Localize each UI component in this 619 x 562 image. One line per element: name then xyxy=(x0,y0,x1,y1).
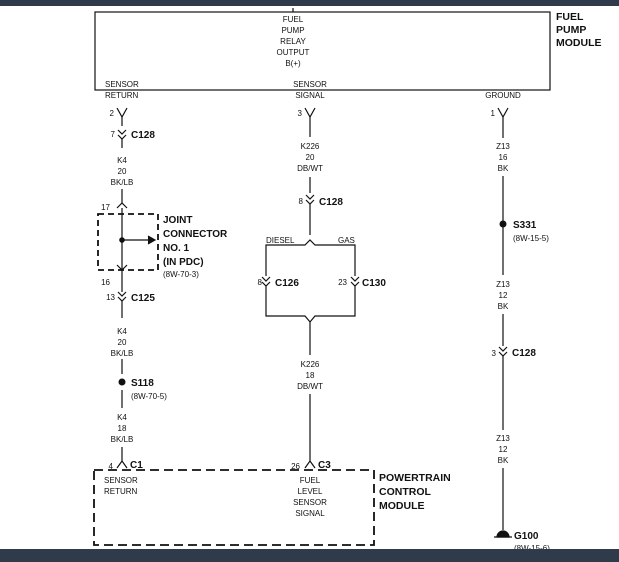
joint-connector-1: JOINT xyxy=(163,215,192,226)
window-bottom-bar xyxy=(0,549,619,562)
pcm-fuel-level-4: SIGNAL xyxy=(295,509,325,518)
relay-output-4: OUTPUT xyxy=(277,48,310,57)
splice-s118: S118 xyxy=(131,378,154,389)
pcm-title-3: MODULE xyxy=(379,500,425,512)
pcm-sensor-return-1: SENSOR xyxy=(104,476,138,485)
left-c125-label: C125 xyxy=(131,293,155,304)
left-wire3-gauge: 18 xyxy=(118,424,127,433)
relay-output-2: PUMP xyxy=(281,26,304,35)
jc-top-pin: 17 xyxy=(101,203,110,212)
fpm-title-1: FUEL xyxy=(556,11,584,23)
pcm-fuel-level-1: FUEL xyxy=(300,476,321,485)
splice-s118-ref: (8W-70-5) xyxy=(131,392,167,401)
c130-pin: 23 xyxy=(338,278,347,287)
mid-c3-label: C3 xyxy=(318,460,331,471)
left-wire3-color: BK/LB xyxy=(111,435,134,444)
mid-c128-pin: 8 xyxy=(299,197,304,206)
mid-wire1-gauge: 20 xyxy=(306,153,315,162)
c126-label: C126 xyxy=(275,278,299,289)
mid-wire1-code: K226 xyxy=(301,142,320,151)
fpm-sensor-signal-1: SENSOR xyxy=(293,80,327,89)
left-c1-label: C1 xyxy=(130,460,143,471)
left-wire2-code: K4 xyxy=(117,327,127,336)
gas-label: GAS xyxy=(338,236,355,245)
left-c125-pin: 13 xyxy=(106,293,115,302)
joint-connector-box xyxy=(97,213,159,271)
splice-s118-dot xyxy=(118,378,126,386)
fuel-pump-module-box xyxy=(94,11,551,91)
mid-c128-label: C128 xyxy=(319,197,343,208)
left-c1-pin: 4 xyxy=(109,462,114,471)
fpm-pin-1: 1 xyxy=(491,109,496,118)
right-wire1-color: BK xyxy=(498,164,509,173)
fpm-title-3: MODULE xyxy=(556,37,602,49)
right-wire1-gauge: 16 xyxy=(499,153,508,162)
pcm-box xyxy=(93,469,375,546)
right-wire2-gauge: 12 xyxy=(499,291,508,300)
splice-s331: S331 xyxy=(513,220,537,231)
right-wire3-color: BK xyxy=(498,456,509,465)
left-wire2-gauge: 20 xyxy=(118,338,127,347)
jc-bottom-pin: 16 xyxy=(101,278,110,287)
right-wire2-code: Z13 xyxy=(496,280,510,289)
joint-connector-ref: (8W-70-3) xyxy=(163,270,199,279)
mid-wire1-color: DB/WT xyxy=(297,164,323,173)
fpm-pin-2: 2 xyxy=(110,109,115,118)
c126-pin: 8 xyxy=(258,278,263,287)
right-wire2-color: BK xyxy=(498,302,509,311)
right-c128-label: C128 xyxy=(512,348,536,359)
pcm-sensor-return-2: RETURN xyxy=(104,487,138,496)
ground-g100-ref: (8W-15-6) xyxy=(514,544,550,553)
left-wire1-gauge: 20 xyxy=(118,167,127,176)
left-wire3-code: K4 xyxy=(117,413,127,422)
pcm-title-1: POWERTRAIN xyxy=(379,472,451,484)
joint-connector-4: (IN PDC) xyxy=(163,257,204,268)
pcm-title-2: CONTROL xyxy=(379,486,431,498)
right-wire1-code: Z13 xyxy=(496,142,510,151)
fpm-sensor-signal-2: SIGNAL xyxy=(295,91,325,100)
left-wire1-code: K4 xyxy=(117,156,127,165)
pcm-fuel-level-2: LEVEL xyxy=(298,487,323,496)
fpm-ground: GROUND xyxy=(485,91,521,100)
right-wire3-code: Z13 xyxy=(496,434,510,443)
pcm-fuel-level-3: SENSOR xyxy=(293,498,327,507)
ground-g100: G100 xyxy=(514,531,539,542)
relay-output-3: RELAY xyxy=(280,37,306,46)
mid-wire2-code: K226 xyxy=(301,360,320,369)
fpm-sensor-return-2: RETURN xyxy=(105,91,139,100)
left-c128-label: C128 xyxy=(131,130,155,141)
left-wire2-color: BK/LB xyxy=(111,349,134,358)
window-top-bar xyxy=(0,0,619,6)
right-wire3-gauge: 12 xyxy=(499,445,508,454)
joint-connector-2: CONNECTOR xyxy=(163,229,228,240)
right-c128-pin: 3 xyxy=(492,349,497,358)
diesel-label: DIESEL xyxy=(266,236,295,245)
splice-s331-dot xyxy=(499,220,507,228)
c130-label: C130 xyxy=(362,278,386,289)
splice-s331-ref: (8W-15-5) xyxy=(513,234,549,243)
relay-output-1: FUEL xyxy=(283,15,304,24)
mid-wire2-color: DB/WT xyxy=(297,382,323,391)
left-wire1-color: BK/LB xyxy=(111,178,134,187)
left-c128-pin: 7 xyxy=(111,130,116,139)
joint-connector-3: NO. 1 xyxy=(163,243,190,254)
relay-output-5: B(+) xyxy=(285,59,301,68)
mid-wire2-gauge: 18 xyxy=(306,371,315,380)
fpm-pin-3: 3 xyxy=(298,109,303,118)
fpm-title-2: PUMP xyxy=(556,24,586,36)
mid-c3-pin: 26 xyxy=(291,462,300,471)
fpm-sensor-return-1: SENSOR xyxy=(105,80,139,89)
